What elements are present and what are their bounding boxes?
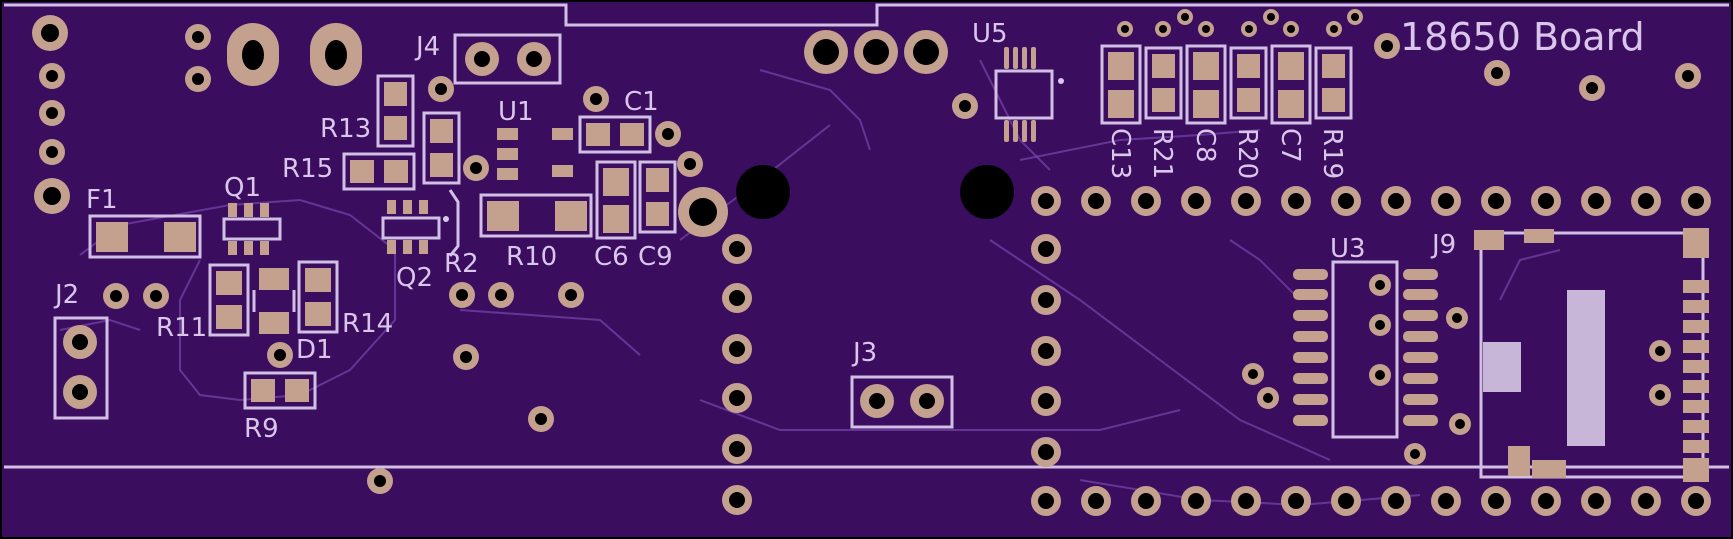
left-edge-pads [32,15,70,214]
c9-capacitor [638,160,677,234]
label-r15: R15 [282,154,333,184]
label-c13: C13 [1105,128,1135,179]
d1-diode [252,268,296,334]
j4-connector [453,33,562,85]
j2-connector [53,316,109,420]
label-u3: U3 [1330,234,1366,264]
board-title: 18650 Board [1400,15,1645,59]
board-outline [4,3,1729,27]
c6-capacitor [595,160,637,240]
mounting-hole-right [960,165,1014,219]
header-row-bottom [1031,486,1711,516]
label-c7: C7 [1275,128,1305,163]
label-u1: U1 [498,97,534,127]
u3-ic [1293,260,1438,439]
label-j4: J4 [414,32,440,62]
label-r19: R19 [1317,128,1347,179]
oval-connector-pads [227,23,362,86]
passives-row [1100,44,1353,125]
top-left-vias [185,24,211,92]
label-r14: R14 [342,309,393,339]
r11-resistor [208,263,250,337]
q1-transistor [222,203,282,255]
r15-resistor [342,152,416,191]
label-c8: C8 [1190,128,1220,163]
label-d1: D1 [296,335,333,365]
j3-connector [850,375,954,429]
r14-resistor [297,260,339,334]
label-r11: R11 [156,313,207,343]
u1-regulator [497,128,573,180]
r2-marker [448,189,460,257]
label-f1: F1 [86,185,118,215]
label-r20: R20 [1232,128,1262,179]
mounting-hole-left [736,165,790,219]
label-r2: R2 [444,249,479,279]
r13-resistor [376,74,415,148]
resistor-near-u1 [422,111,461,185]
label-j2: J2 [53,280,79,310]
header-row-top [1031,186,1711,216]
c1-capacitor [578,115,652,154]
label-q1: Q1 [224,173,261,203]
q2-transistor [381,200,449,254]
label-r10: R10 [506,242,557,272]
j9-connector [1474,228,1709,482]
label-j9: J9 [1430,230,1456,260]
scattered-vias [367,93,978,494]
label-u5: U5 [972,19,1008,49]
label-r21: R21 [1147,128,1177,179]
top-middle-pads [804,30,948,74]
f1-fuse [88,214,202,259]
label-j3: J3 [851,338,877,368]
label-c6: C6 [594,242,629,272]
top-right-vias [1117,9,1701,101]
label-c9: C9 [638,242,673,272]
header-column-right [1031,234,1061,467]
label-r13: R13 [320,114,371,144]
r10-resistor [479,193,593,238]
label-q2: Q2 [396,263,433,293]
u5-ic [994,47,1064,142]
label-c1: C1 [624,87,659,117]
copper-traces [59,59,1561,507]
header-column-left [722,234,752,515]
r9-resistor [243,371,317,410]
label-r9: R9 [244,414,279,444]
